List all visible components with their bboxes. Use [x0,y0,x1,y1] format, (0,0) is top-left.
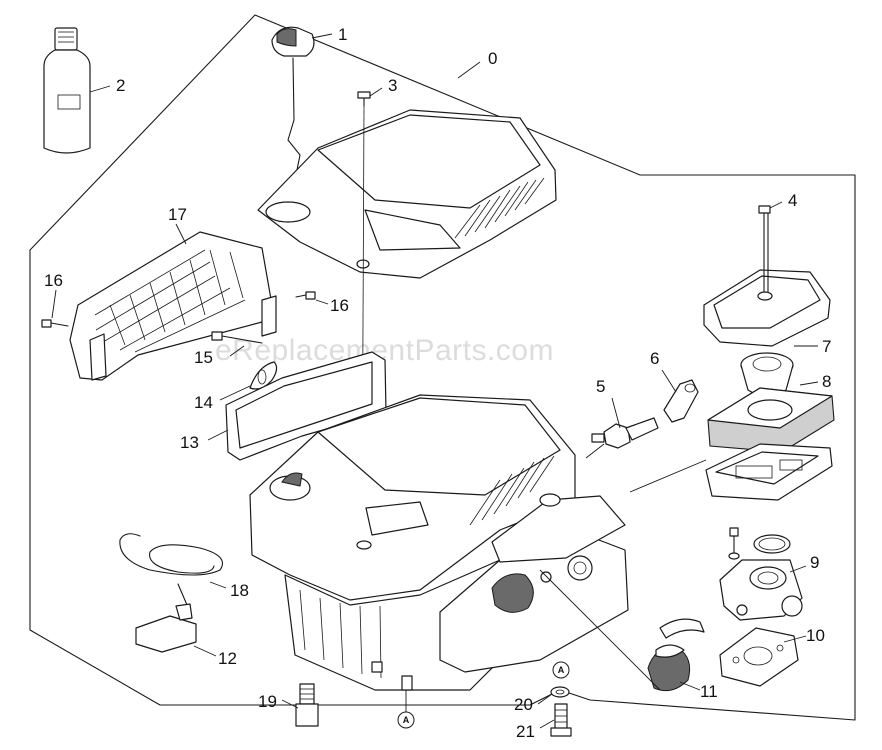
leader-lines [51,33,819,729]
oil-cap-dipstick [271,26,315,196]
muffler-guard [69,231,277,381]
callout-2: 2 [116,76,125,95]
callout-14: 14 [194,393,213,412]
callout-9: 9 [810,553,819,572]
spark-plug [591,417,659,449]
callout-20: 20 [514,695,533,714]
callout-4: 4 [788,191,797,210]
callout-17: 17 [168,205,187,224]
starter-handle [135,603,197,653]
callout-18: 18 [230,581,249,600]
starter-rope [119,533,224,613]
callout-21: 21 [516,722,535,741]
callout-7: 7 [822,337,831,356]
callout-1: 1 [338,25,347,44]
oil-bottle [43,27,91,154]
callout-8: 8 [822,372,831,391]
callout-0: 0 [488,49,497,68]
primer-knob [647,644,691,692]
callout-16-left: 16 [44,271,63,290]
guard-screw-left [41,319,69,328]
washer [550,686,570,698]
callout-5: 5 [596,377,605,396]
callout-13: 13 [180,433,199,452]
bolt [550,703,572,737]
callout-16-right: 16 [330,296,349,315]
callout-6: 6 [650,349,659,368]
guard-screw-right [295,291,316,300]
engine-cover [257,109,557,279]
muffler-bolt [211,331,263,344]
callout-3: 3 [388,76,397,95]
callout-12: 12 [218,649,237,668]
svg-text:A: A [403,715,410,725]
spark-plug-boot [663,379,699,423]
fuel-hose [659,618,705,639]
callout-labels: 0 1 2 3 4 5 6 7 8 9 10 11 12 13 14 15 16… [44,25,831,741]
reference-marker-a-engine: A [397,690,415,729]
svg-text:A: A [558,665,565,675]
carburetor-gasket [719,627,799,687]
callout-19: 19 [258,692,277,711]
air-filter-element [707,387,835,453]
carburetor [719,527,803,621]
engine-block [249,394,629,691]
air-cleaner-base [705,443,833,501]
reference-marker-a-washer: A [552,661,570,679]
callout-10: 10 [806,626,825,645]
callout-11: 11 [700,682,718,701]
mounting-stud [295,683,319,727]
air-cleaner-cover [703,205,831,347]
callout-15: 15 [194,348,213,367]
filter-housing-cup [740,352,794,397]
